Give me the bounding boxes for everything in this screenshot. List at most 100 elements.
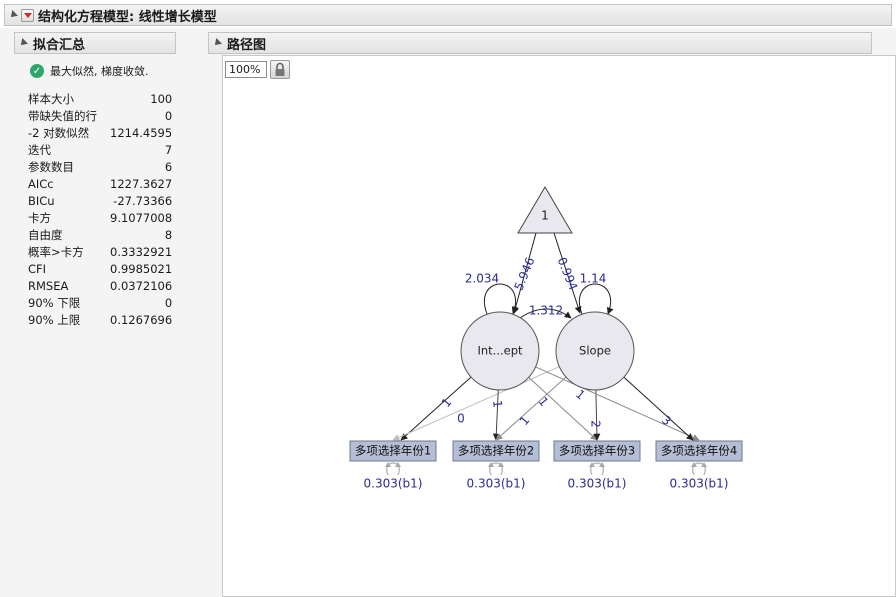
stat-value: 1227.3627 <box>110 176 173 191</box>
stat-row: 卡方 9.1077008 <box>28 209 172 226</box>
convergence-status: ✓ 最大似然, 梯度收敛. <box>30 63 149 79</box>
residual-loop <box>692 462 706 476</box>
stat-label: 自由度 <box>28 227 63 242</box>
stat-value: 0.3332921 <box>110 244 173 259</box>
report-header: 结构化方程模型: 线性增长模型 <box>4 4 892 26</box>
constant-node <box>517 186 573 234</box>
stat-label: 概率>卡方 <box>28 244 84 259</box>
mean-intercept-label: 5.946 <box>512 255 538 292</box>
stat-value: 7 <box>164 142 173 157</box>
stat-value: 1214.4595 <box>110 125 173 140</box>
residual-label: 0.303(b1) <box>568 477 627 491</box>
red-triangle-menu-icon[interactable] <box>21 8 34 22</box>
stat-value: 0.9985021 <box>110 261 173 276</box>
stat-row: 概率>卡方 0.3332921 <box>28 243 172 260</box>
residual-arrowhead <box>385 462 391 467</box>
lock-icon <box>275 62 285 76</box>
path-intercept-loading-2 <box>492 389 500 441</box>
stat-value: 9.1077008 <box>110 210 173 225</box>
stat-label: 样本大小 <box>28 91 74 106</box>
stat-row: CFI 0.9985021 <box>28 260 172 277</box>
stat-label: -2 对数似然 <box>28 125 90 140</box>
manifest-node <box>655 440 743 462</box>
stat-row: AICc 1227.3627 <box>28 175 172 192</box>
covariance-path <box>512 308 572 325</box>
stat-value: 0.0372106 <box>110 278 173 293</box>
stat-row: 90% 下限 0 <box>28 294 172 311</box>
residual-arrowhead <box>691 462 697 467</box>
residual-arrowhead <box>395 462 401 467</box>
residual-arrowhead <box>498 462 504 467</box>
manifest-label: 多项选择年份2 <box>458 444 534 458</box>
residual-loop <box>590 462 604 476</box>
stat-value: 0 <box>164 295 173 310</box>
stat-row: 自由度 8 <box>28 226 172 243</box>
stat-label: 带缺失值的行 <box>28 108 97 123</box>
manifest-node <box>349 440 437 462</box>
fit-summary-title: 拟合汇总 <box>33 37 86 53</box>
path-mean-intercept <box>512 232 537 314</box>
lock-button[interactable] <box>270 60 290 79</box>
stat-label: 90% 下限 <box>28 295 81 310</box>
path-intercept-loading-4 <box>535 366 700 441</box>
stat-label: 90% 上限 <box>28 312 81 327</box>
stat-label: 参数数目 <box>28 159 74 174</box>
path-diagram-title: 路径图 <box>227 37 267 53</box>
intercept-loading-label: 1 <box>439 395 455 410</box>
slope-loading-label: 2 <box>589 420 603 428</box>
report-title: 结构化方程模型: 线性增长模型 <box>38 9 217 25</box>
constant-label: 1 <box>541 209 549 223</box>
latent-label: Slope <box>579 344 611 358</box>
latent-label: Int...ept <box>477 344 523 358</box>
zoom-level-field[interactable]: 100% <box>225 61 267 78</box>
residual-label: 0.303(b1) <box>364 477 423 491</box>
latent-node-intercept <box>460 311 540 391</box>
manifest-node <box>452 440 540 462</box>
covariance-label: 1.312 <box>529 304 563 318</box>
stat-label: 卡方 <box>28 210 51 225</box>
intercept-loading-label: 1 <box>573 387 588 403</box>
stat-row: -2 对数似然 1214.4595 <box>28 124 172 141</box>
stat-row: 迭代 7 <box>28 141 172 158</box>
intercept-loading-label: 1 <box>490 400 505 409</box>
stat-label: AICc <box>28 176 54 191</box>
path-slope-loading-3 <box>593 389 601 441</box>
residual-arrowhead <box>701 462 707 467</box>
path-diagram-header[interactable]: 路径图 <box>208 32 872 54</box>
stat-label: 迭代 <box>28 142 51 157</box>
stat-value: 8 <box>164 227 173 242</box>
path-intercept-loading-3 <box>528 376 598 441</box>
slope-loading-label: 1 <box>517 413 533 428</box>
residual-label: 0.303(b1) <box>467 477 526 491</box>
manifest-label: 多项选择年份1 <box>355 444 431 458</box>
manifest-label: 多项选择年份3 <box>559 444 635 458</box>
residual-loop <box>386 462 400 476</box>
stat-row: 样本大小 100 <box>28 90 172 107</box>
residual-label: 0.303(b1) <box>670 477 729 491</box>
residual-arrowhead <box>488 462 494 467</box>
variance-intercept-label: 2.034 <box>465 272 499 286</box>
residual-arrowhead <box>599 462 605 467</box>
stat-label: CFI <box>28 261 47 276</box>
variance-slope-label: 1.14 <box>580 272 607 286</box>
stat-label: RMSEA <box>28 278 69 293</box>
mean-slope-label: 0.994 <box>555 255 581 292</box>
path-slope-loading-4 <box>623 376 694 441</box>
latent-node-slope <box>555 311 635 391</box>
manifest-label: 多项选择年份4 <box>661 444 737 458</box>
path-slope-loading-2 <box>495 376 567 441</box>
path-mean-slope <box>553 232 582 314</box>
fit-summary-header[interactable]: 拟合汇总 <box>14 32 176 54</box>
path-slope-loading-1 <box>392 366 560 441</box>
path-intercept-loading-1 <box>400 376 472 441</box>
variance-loop-intercept <box>484 283 519 315</box>
stat-value: 6 <box>164 159 173 174</box>
check-circle-icon: ✓ <box>30 64 44 78</box>
stat-row: BICu-27.73366 <box>28 192 172 209</box>
variance-loop-slope <box>579 283 614 315</box>
stat-value: 100 <box>150 91 173 106</box>
intercept-loading-label: 1 <box>536 394 552 409</box>
